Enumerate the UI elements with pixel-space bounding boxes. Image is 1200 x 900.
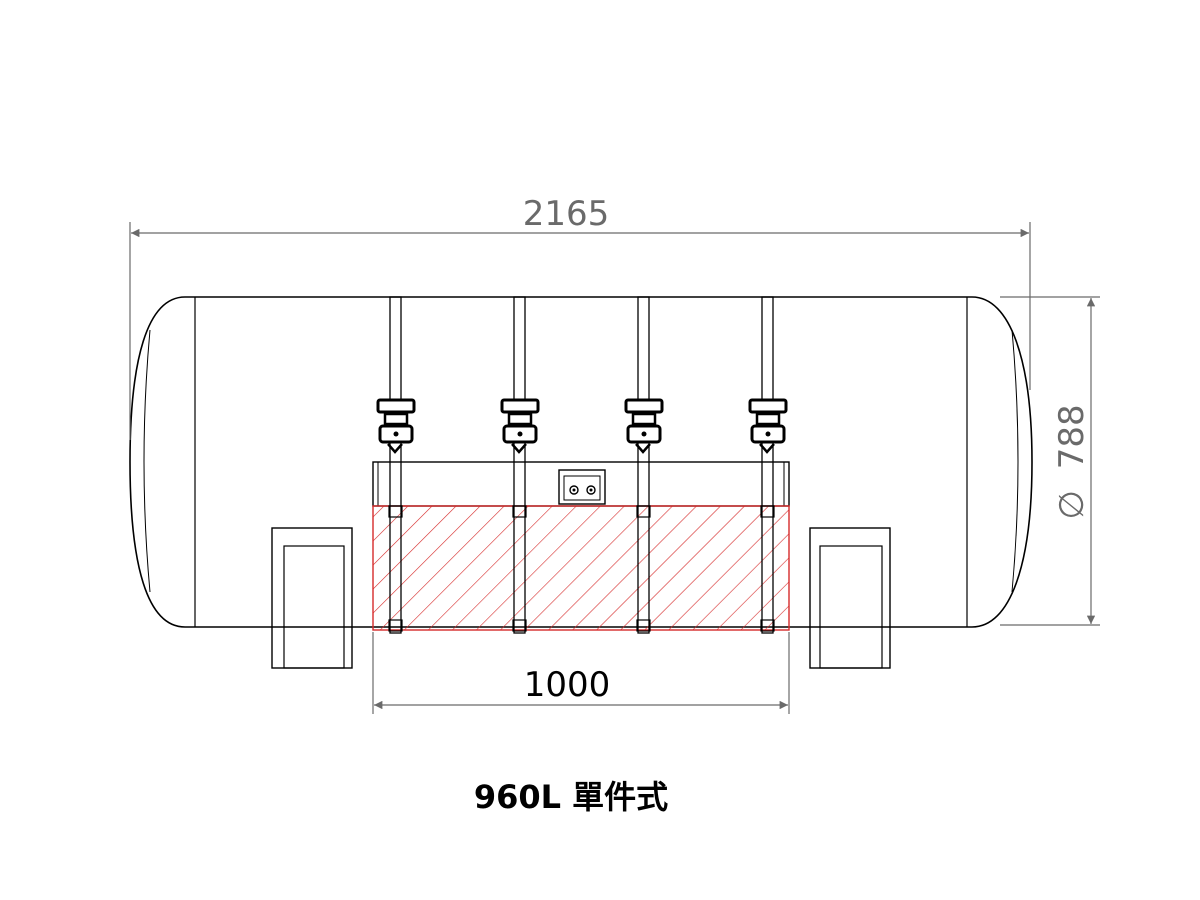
dimension-diameter: ∅ 788 — [1000, 296, 1100, 626]
strap-1 — [376, 296, 416, 634]
hatched-section — [372, 505, 790, 631]
left-saddle — [271, 527, 353, 669]
diameter-symbol-icon: ∅ — [1052, 490, 1092, 520]
dimension-label-2165: 2165 — [523, 194, 610, 234]
buckle-icon — [624, 398, 664, 454]
strap-4 — [748, 296, 788, 634]
dimension-label-diameter: ∅ 788 — [1052, 404, 1092, 519]
dimension-label-1000: 1000 — [524, 665, 611, 705]
strap-3 — [624, 296, 664, 634]
knob-icon — [569, 485, 579, 495]
dimension-overall-length: 2165 — [129, 194, 1031, 440]
right-saddle — [809, 527, 891, 669]
buckle-icon — [376, 398, 416, 454]
tank-body — [129, 296, 1033, 628]
buckle-icon — [500, 398, 540, 454]
dimension-section-length: 1000 — [372, 632, 790, 714]
strap-2 — [500, 296, 540, 634]
buckle-icon — [748, 398, 788, 454]
knob-icon — [586, 485, 596, 495]
cover-box — [372, 461, 790, 507]
caption: 960L 單件式 — [474, 778, 668, 816]
control-panel — [558, 469, 606, 505]
